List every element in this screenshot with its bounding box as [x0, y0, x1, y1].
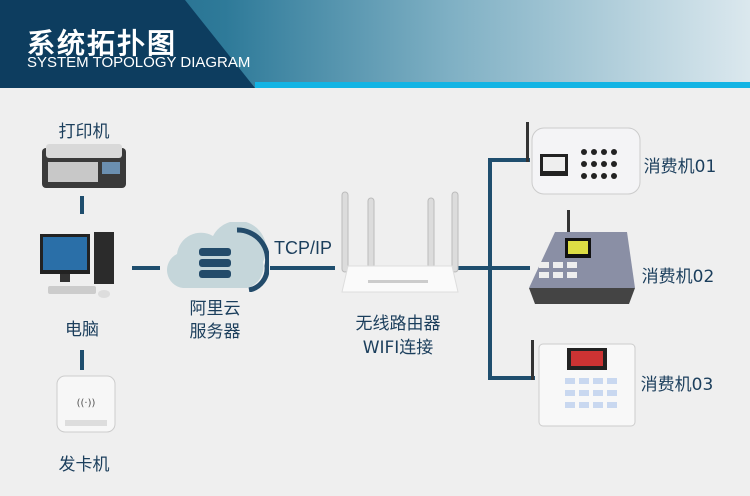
terminal-02-icon	[529, 210, 635, 304]
card-issuer-icon: ((·))	[56, 375, 116, 433]
svg-text:((·)): ((·))	[77, 398, 96, 409]
terminal-01-label: 消费机01	[643, 157, 717, 177]
computer-label: 电脑	[65, 320, 99, 340]
router-label: 无线路由器 WIFI连接	[356, 312, 441, 360]
printer-icon	[42, 144, 126, 188]
router-label-line2: WIFI连接	[362, 338, 434, 358]
terminal-02-label: 消费机02	[641, 267, 715, 287]
page-subtitle: SYSTEM TOPOLOGY DIAGRAM	[27, 54, 251, 71]
protocol-label: TCP/IP	[273, 238, 333, 258]
router-icon	[341, 191, 459, 293]
terminal-01-icon	[526, 122, 641, 195]
printer-label: 打印机	[58, 122, 110, 142]
cloud-label: 阿里云 服务器	[190, 298, 241, 344]
computer-icon	[40, 232, 114, 298]
router-label-line1: 无线路由器	[355, 314, 441, 334]
terminal-03-icon	[531, 340, 636, 427]
header-accent-strip	[255, 82, 750, 88]
page-title: 系统拓扑图	[27, 27, 178, 60]
cloud-label-line1: 阿里云	[189, 299, 241, 319]
cloud-label-line2: 服务器	[189, 322, 241, 342]
terminal-03-label: 消费机03	[640, 375, 714, 395]
header-banner: 系统拓扑图 SYSTEM TOPOLOGY DIAGRAM	[0, 0, 750, 88]
card-issuer-label: 发卡机	[58, 455, 110, 475]
cloud-server-icon	[167, 222, 269, 292]
